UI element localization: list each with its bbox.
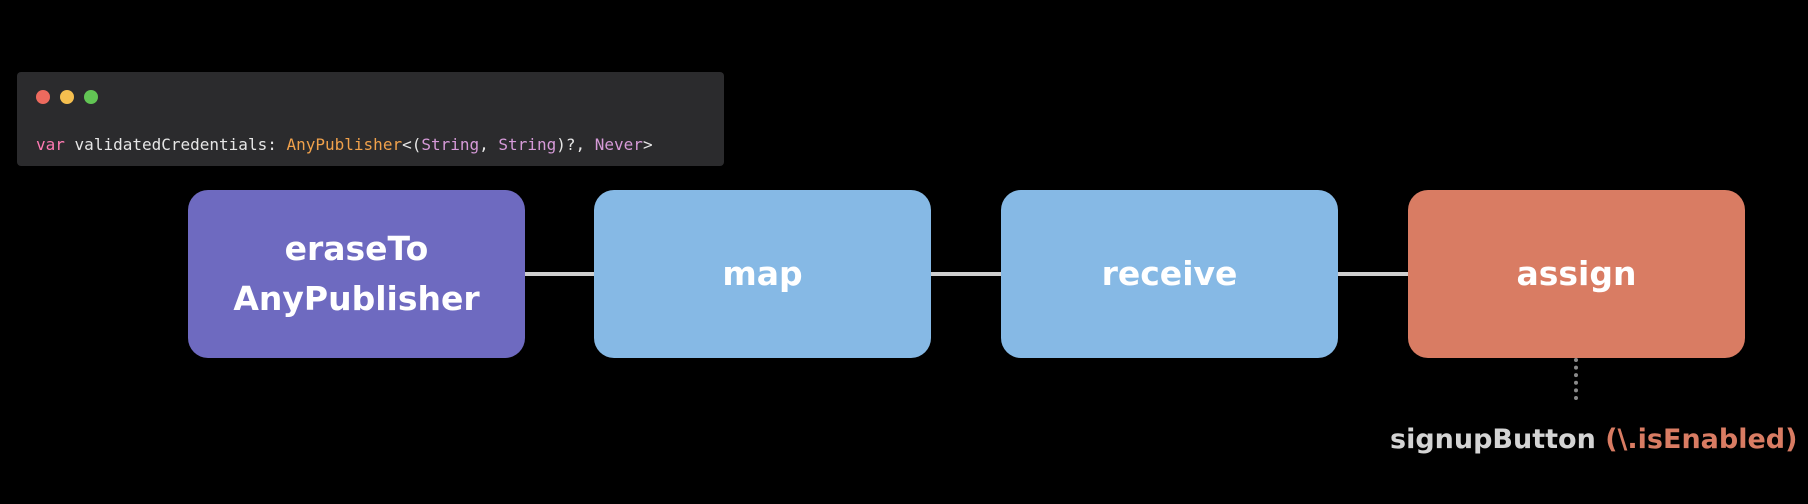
- code-comma: ,: [479, 135, 489, 154]
- code-type-string-2: String: [498, 135, 557, 154]
- code-colon: :: [267, 135, 277, 154]
- node-receive: receive: [1001, 190, 1338, 358]
- code-keyword: var: [36, 135, 65, 154]
- connector-receive-assign: [1337, 272, 1408, 276]
- output-keypath: (\.isEnabled): [1605, 424, 1798, 455]
- code-close: >: [642, 135, 653, 154]
- code-optional-close: )?,: [556, 135, 586, 154]
- zoom-window-icon[interactable]: [84, 90, 98, 104]
- code-variable: validatedCredentials: [74, 135, 268, 154]
- connector-map-receive: [930, 272, 1001, 276]
- code-type-string-1: String: [421, 135, 480, 154]
- node-map: map: [594, 190, 931, 358]
- code-line: var validatedCredentials: AnyPublisher<(…: [36, 135, 653, 154]
- connector-erase-map: [524, 272, 594, 276]
- output-label: signupButton (\.isEnabled): [1390, 424, 1797, 455]
- code-open: <(: [402, 135, 422, 154]
- code-type-never: Never: [594, 135, 643, 154]
- code-type-publisher: AnyPublisher: [286, 135, 403, 154]
- code-window: var validatedCredentials: AnyPublisher<(…: [17, 72, 724, 166]
- node-erase-to-any-publisher: eraseTo AnyPublisher: [188, 190, 525, 358]
- close-window-icon[interactable]: [36, 90, 50, 104]
- output-target: signupButton: [1390, 424, 1596, 455]
- node-assign: assign: [1408, 190, 1745, 358]
- assign-output-link: [1574, 358, 1578, 400]
- minimize-window-icon[interactable]: [60, 90, 74, 104]
